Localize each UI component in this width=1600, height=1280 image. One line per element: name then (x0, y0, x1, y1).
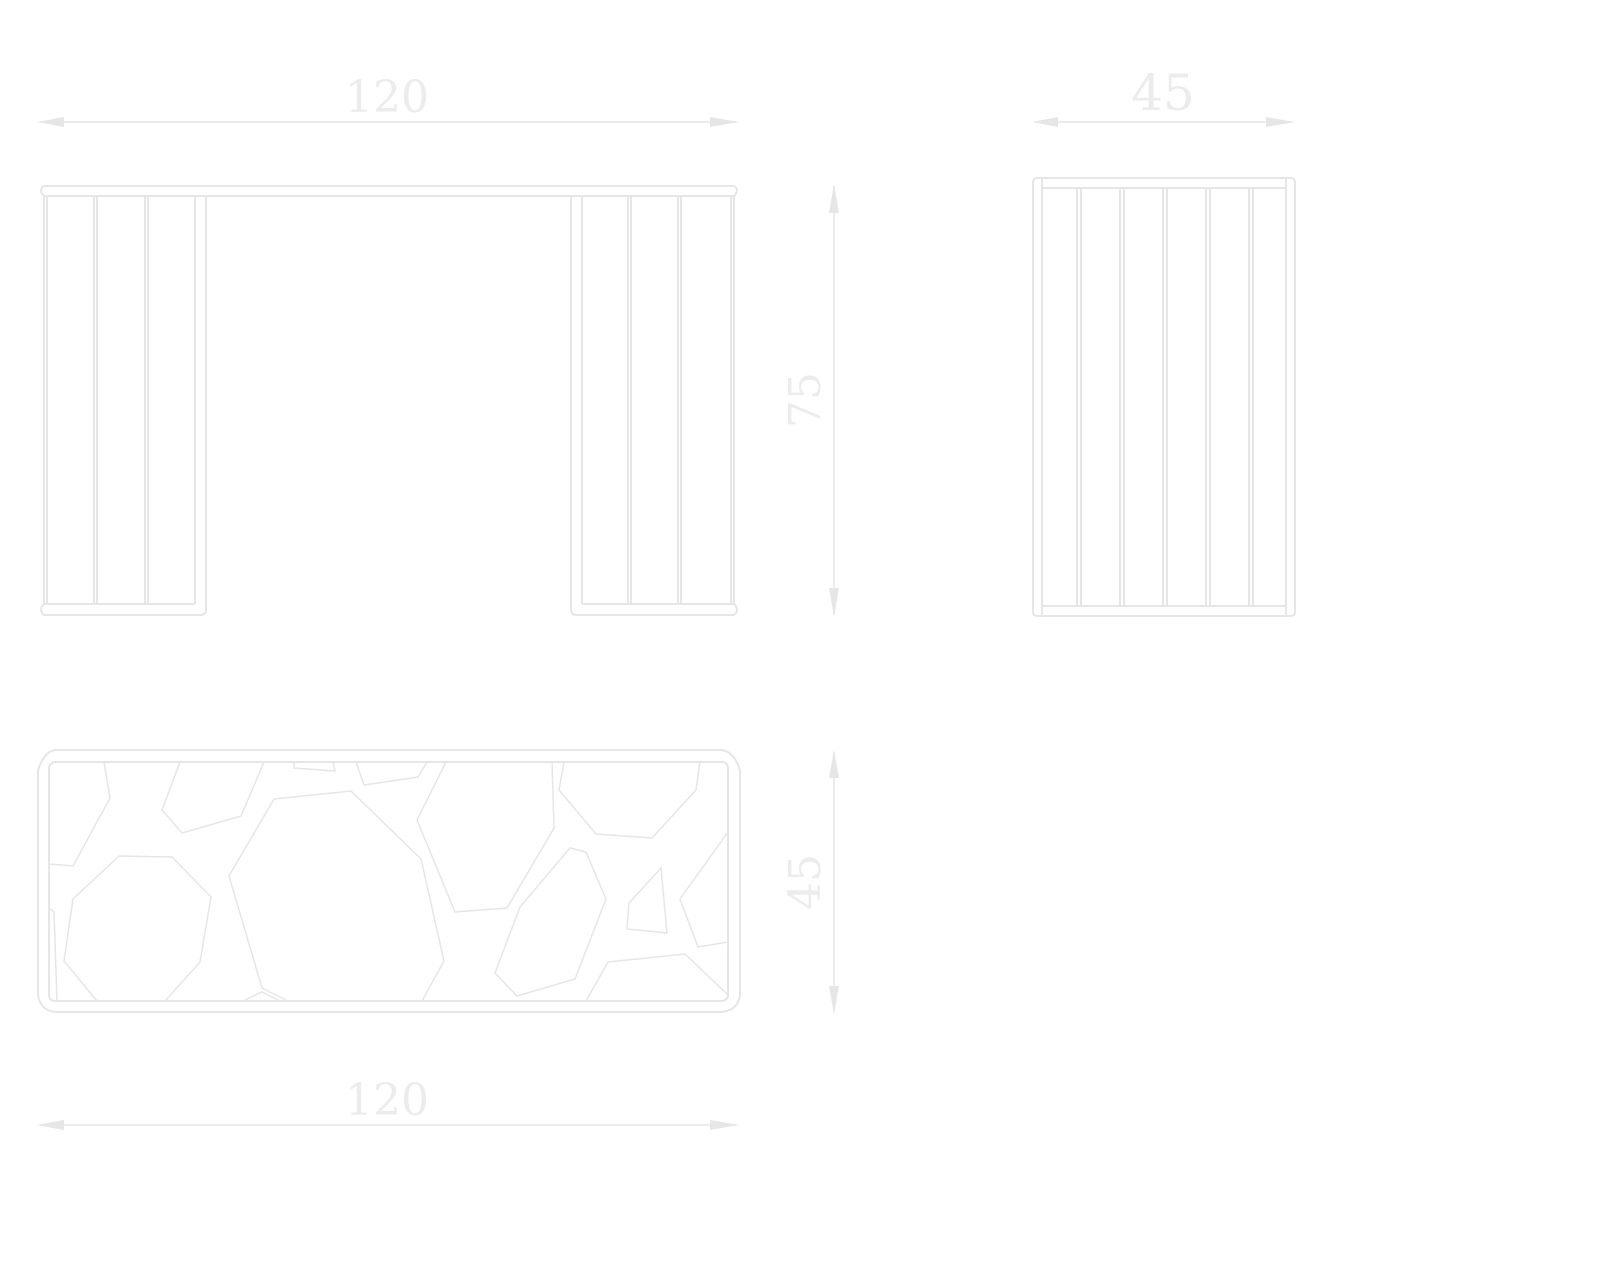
top-width-label: 120 (345, 1075, 429, 1126)
side-view (1032, 177, 1296, 617)
front-view (40, 185, 738, 616)
front-width-label: 120 (345, 72, 429, 123)
dimension-lines (37, 117, 1295, 1130)
top-view (37, 749, 741, 1013)
side-depth-label: 45 (1131, 64, 1195, 122)
height-label: 75 (780, 372, 831, 428)
top-depth-label: 45 (780, 854, 831, 910)
